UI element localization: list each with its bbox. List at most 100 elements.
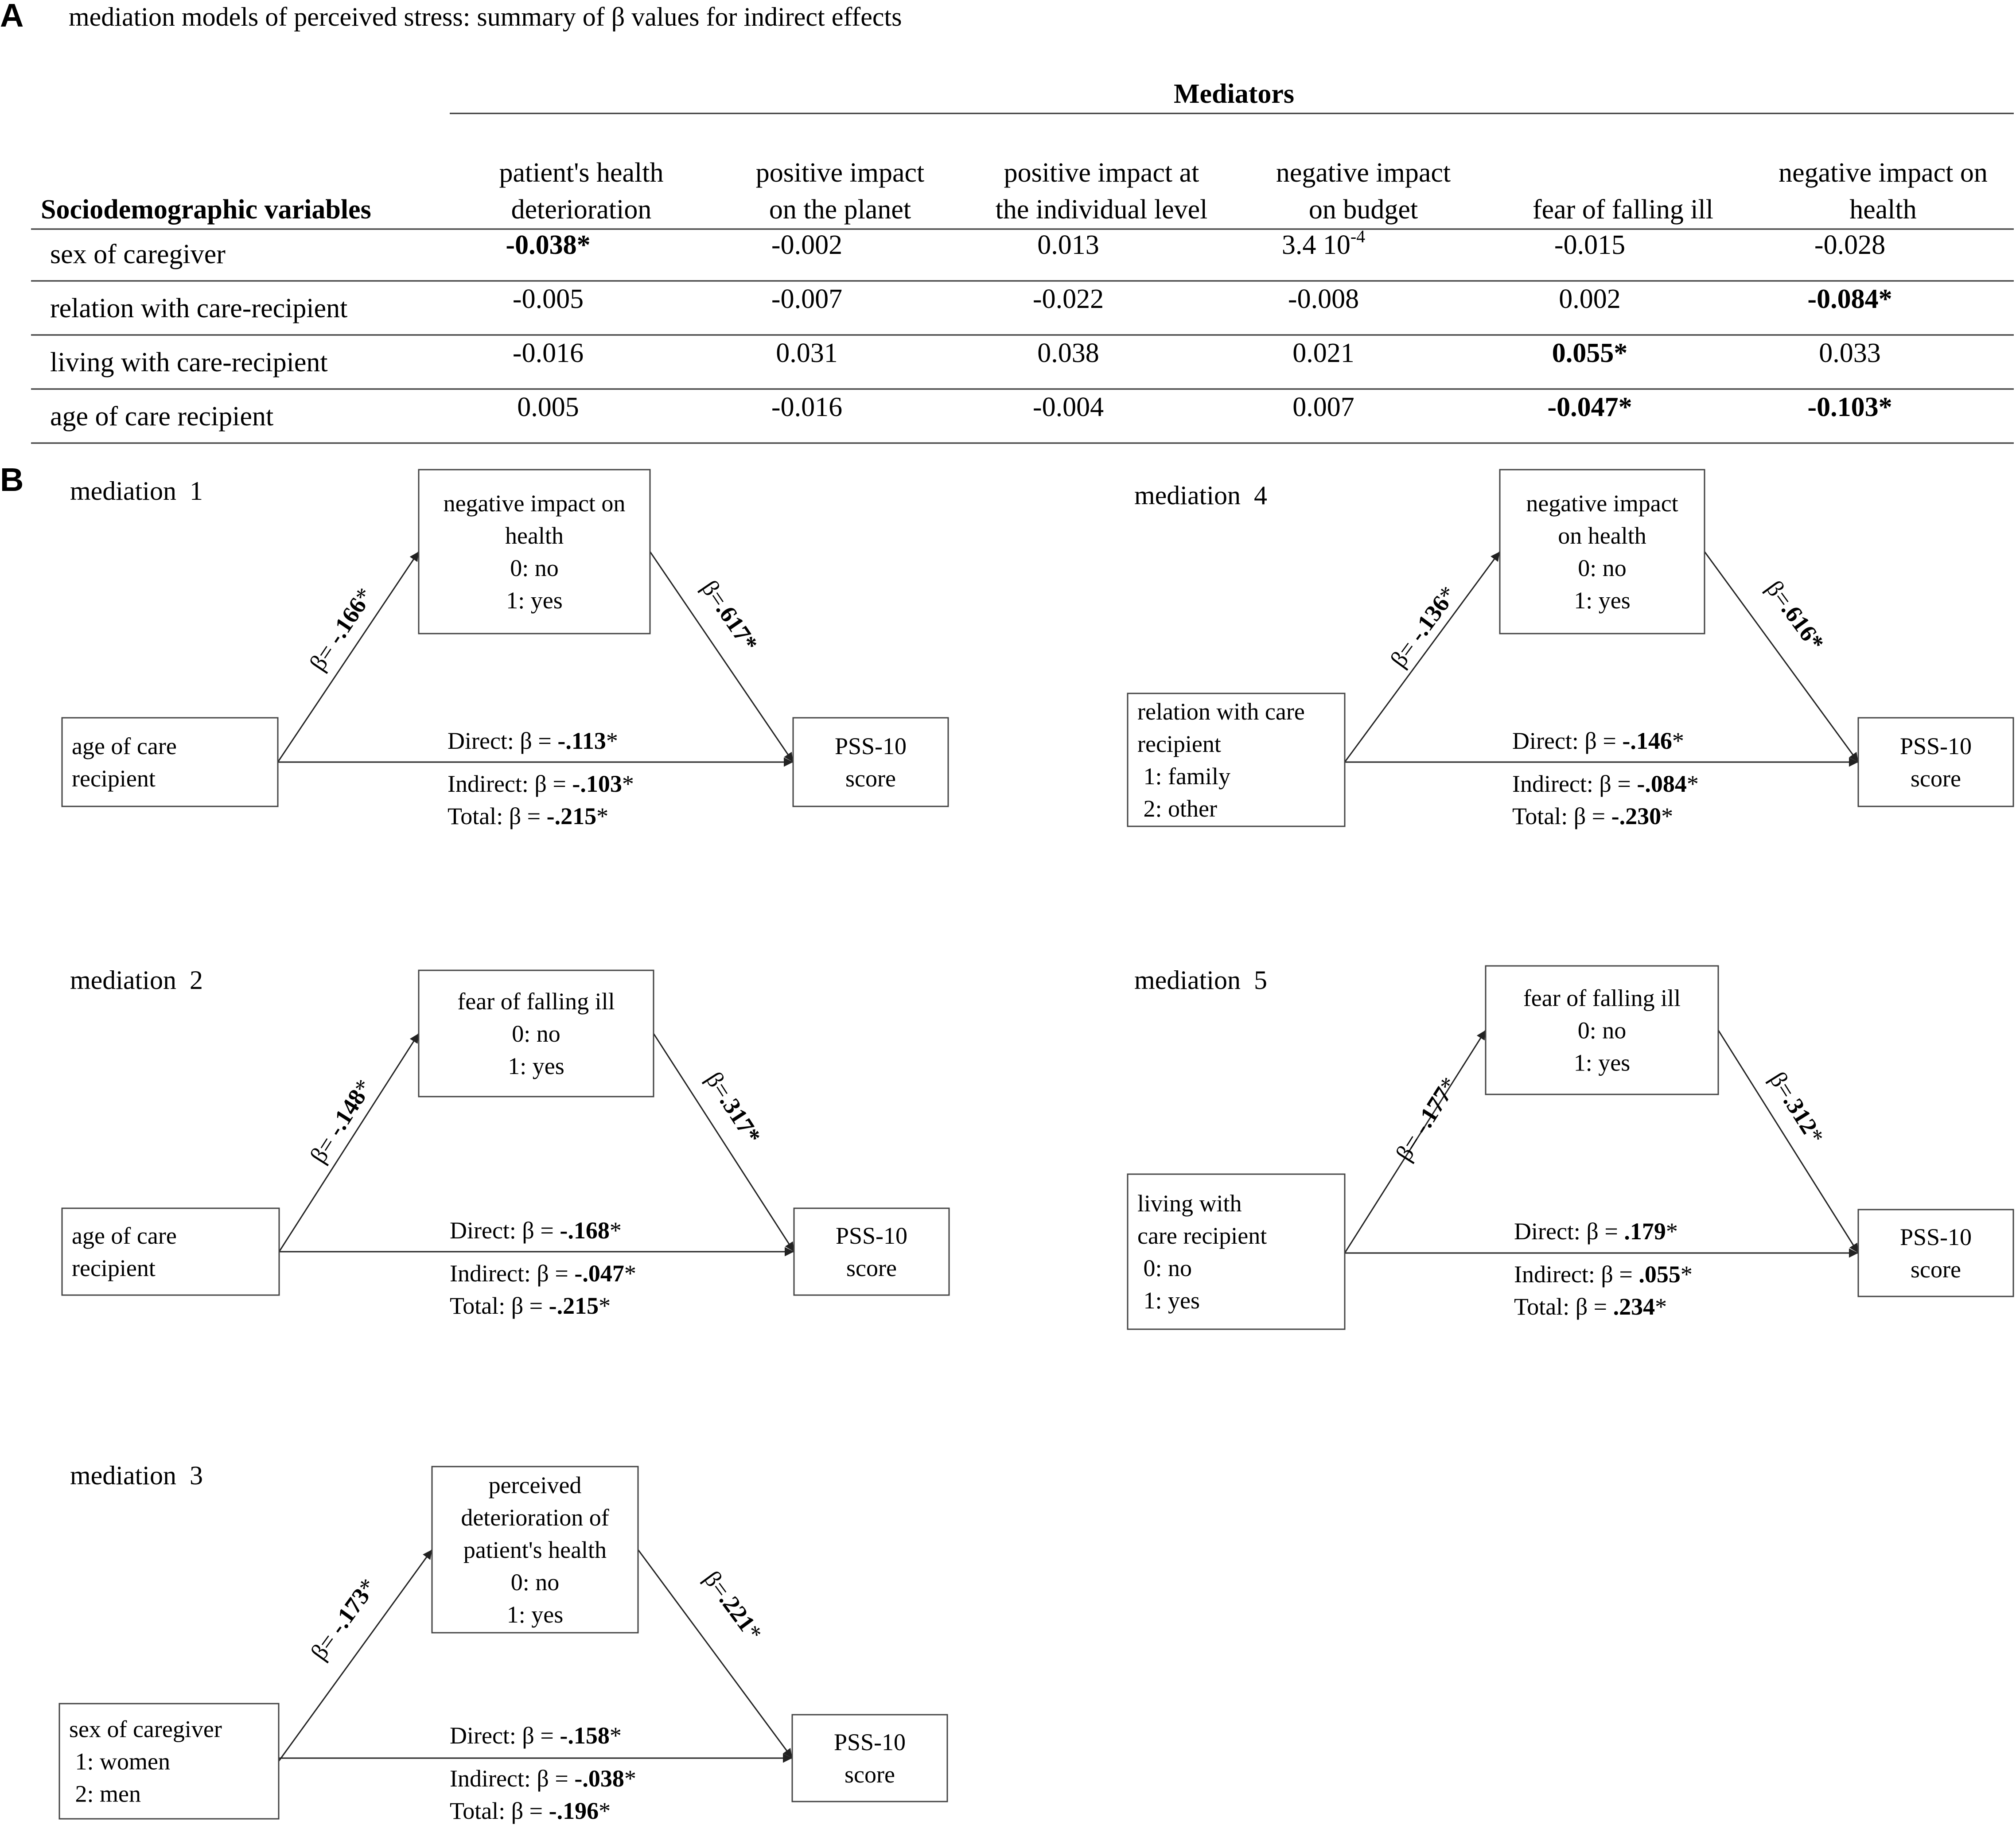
mediation-title: mediation 3 — [70, 1461, 203, 1490]
mediation-title: mediation 2 — [70, 965, 203, 995]
mediator-label-line: fear of falling ill — [1523, 985, 1681, 1012]
b-path-label: β=.617* — [697, 576, 763, 656]
indirect-effect: Indirect: β = .055* — [1514, 1261, 1693, 1288]
table-cell-value: 0.038 — [1037, 338, 1099, 368]
mediator-box — [431, 1466, 639, 1634]
indirect-effect-star: * — [1687, 771, 1699, 797]
table-cell: 0.033 — [1819, 338, 1881, 368]
table-cell-value: 0.013 — [1037, 230, 1099, 260]
table-cell: -0.084* — [1807, 284, 1892, 314]
total-effect-prefix: Total: β = — [1512, 803, 1611, 829]
total-effect-star: * — [1655, 1293, 1667, 1320]
b-path-label: β=.312* — [1764, 1067, 1829, 1148]
table-cell-value: -0.008 — [1288, 284, 1359, 314]
panel-a: A mediation models of perceived stress: … — [0, 0, 2014, 444]
indirect-effect-prefix: Indirect: β = — [450, 1260, 574, 1287]
table-cell-value: -0.007 — [771, 284, 842, 314]
table-cell: -0.004 — [1033, 392, 1104, 422]
predictor-box — [1127, 693, 1346, 827]
outcome-label-line: PSS-10 — [1900, 1224, 1972, 1250]
table-cell: -0.007 — [771, 284, 842, 314]
table-cell: -0.008 — [1288, 284, 1359, 314]
direct-effect: Direct: β = -.158* — [450, 1722, 622, 1749]
total-effect-prefix: Total: β = — [448, 803, 547, 829]
panel-a-letter: A — [0, 0, 23, 34]
table-cell: -0.028 — [1814, 230, 1885, 260]
table-cell-value: 0.005 — [517, 392, 579, 422]
predictor-label-line: sex of caregiver — [69, 1716, 222, 1743]
predictor-label-line: 1: family — [1137, 763, 1230, 790]
table-cell-value: 0.031 — [776, 338, 838, 368]
mediator-label-line: 1: yes — [506, 587, 563, 614]
mediators-header: Mediators — [1174, 79, 1294, 109]
table-cell-value: -0.038* — [506, 230, 590, 260]
indirect-effect: Indirect: β = -.047* — [450, 1260, 636, 1287]
outcome-box — [793, 1207, 950, 1296]
mediator-label-line: negative impact on — [444, 490, 626, 517]
indirect-effect-star: * — [624, 1765, 636, 1792]
b-path-arrow — [1717, 1030, 1859, 1253]
table-cell-exponent: -4 — [1350, 226, 1365, 246]
outcome-box — [1857, 717, 2014, 807]
table-cell: 0.007 — [1292, 392, 1354, 422]
mediator-label-line: 0: no — [511, 1569, 560, 1596]
column-header-line: fear of falling ill — [1533, 195, 1713, 225]
b-path-arrow — [649, 551, 794, 763]
column-header-line: health — [1849, 195, 1917, 225]
mediation-diagram: mediation 3 sex of caregiver 1: women 2: … — [58, 1461, 948, 1824]
table-row-label: living with care-recipient — [50, 347, 328, 377]
mediator-label-line: on health — [1558, 522, 1646, 549]
table-cell: -0.016 — [513, 338, 584, 368]
total-effect: Total: β = -.215* — [448, 803, 608, 829]
predictor-label-line: recipient — [72, 1255, 156, 1281]
direct-effect-prefix: Direct: β = — [448, 728, 557, 754]
mediation-title: mediation 1 — [70, 476, 203, 506]
outcome-label-line: PSS-10 — [835, 733, 907, 759]
direct-effect-value: -.158 — [560, 1722, 609, 1749]
table-row-label: age of care recipient — [50, 401, 273, 432]
total-effect: Total: β = -.230* — [1512, 803, 1673, 829]
table-cell-value: -0.047* — [1547, 392, 1632, 422]
direct-effect-star: * — [1666, 1218, 1678, 1245]
direct-effect-star: * — [610, 1722, 622, 1749]
table-cell: 0.002 — [1559, 284, 1621, 314]
table-cell-value: -0.084* — [1807, 284, 1892, 314]
a-path-label: β= -.177* — [1390, 1072, 1463, 1165]
mediator-label-line: negative impact — [1526, 490, 1678, 517]
total-effect-value: .234 — [1613, 1293, 1655, 1320]
predictor-label: sex of caregiver 1: women 2: men — [69, 1716, 222, 1807]
total-effect-value: -.196 — [549, 1798, 599, 1824]
column-header-line: negative impact — [1276, 158, 1451, 188]
outcome-box — [792, 717, 949, 807]
indirect-effect-prefix: Indirect: β = — [448, 771, 572, 797]
predictor-box — [61, 717, 279, 807]
total-effect-prefix: Total: β = — [450, 1292, 549, 1319]
column-header-line: positive impact at — [1004, 158, 1199, 188]
predictor-label-line: 1: women — [69, 1748, 170, 1775]
outcome-label-line: PSS-10 — [834, 1729, 906, 1755]
table-cell: 3.4 10-4 — [1282, 226, 1365, 260]
b-path-arrow — [637, 1549, 793, 1759]
total-effect-star: * — [599, 1798, 611, 1824]
b-path-arrow — [1704, 551, 1859, 763]
table-cell: -0.022 — [1033, 284, 1104, 314]
predictor-label-line: age of care — [72, 733, 177, 759]
total-effect-star: * — [1661, 803, 1673, 829]
a-path-arrow — [1344, 1030, 1487, 1253]
table-cell-value: -0.004 — [1033, 392, 1104, 422]
mediator-label-line: 0: no — [512, 1020, 560, 1047]
